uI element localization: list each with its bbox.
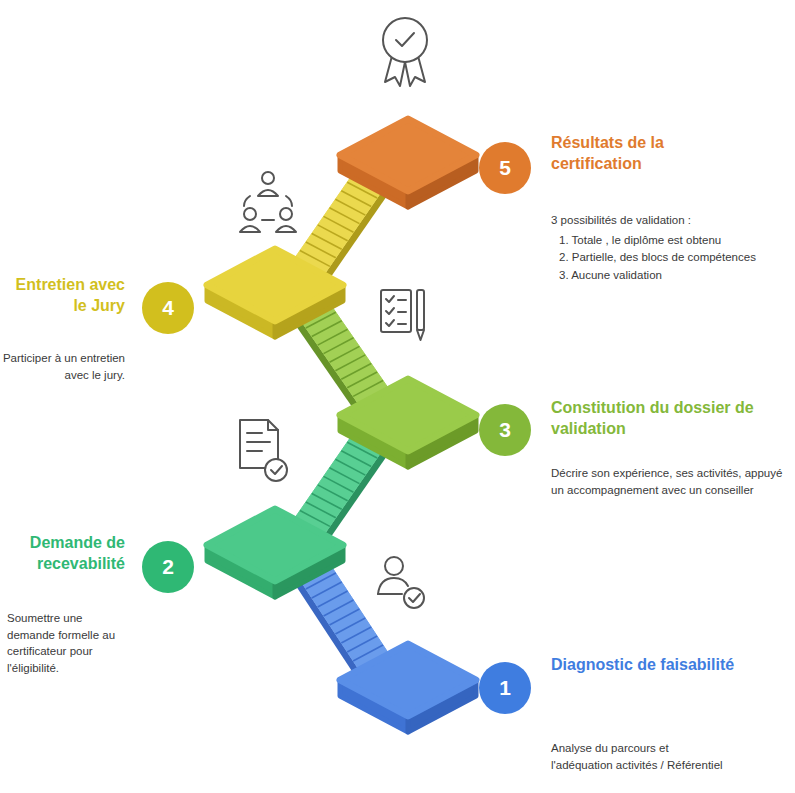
step-number: 4 — [142, 282, 194, 334]
step-description: Participer à un entretien avec le jury. — [0, 350, 125, 383]
icons — [240, 18, 427, 608]
platform-top — [340, 644, 476, 716]
person-head — [280, 208, 292, 220]
step-description: 3. Aucune validation — [551, 267, 791, 284]
check-mark — [271, 466, 282, 474]
step-description: 1. Totale , le diplôme est obtenu — [551, 232, 791, 249]
fold — [268, 420, 278, 430]
step-description: Analyse du parcours et l'adéquation acti… — [551, 740, 726, 773]
step-description: 3 possibilités de validation : — [551, 212, 791, 229]
platform — [340, 379, 476, 467]
step-title: Entretien avec le Jury — [0, 275, 125, 317]
cycle-arc — [286, 196, 292, 206]
platform-top — [340, 119, 476, 191]
check-mark — [396, 33, 414, 46]
step-description: 2. Partielle, des blocs de compétences — [551, 249, 791, 266]
step-description: Soumettre une demande formelle au certif… — [7, 610, 125, 677]
step-description: Décrire son expérience, ses activités, a… — [551, 465, 786, 498]
platforms-group — [207, 119, 476, 732]
badge-circle — [383, 18, 427, 62]
person-body — [258, 190, 278, 196]
person-head — [244, 208, 256, 220]
step-title: Demande de recevabilité — [0, 533, 125, 575]
step-number-circle: 5Résultats de la certification3 possibil… — [479, 142, 531, 194]
sheet — [381, 290, 411, 332]
platform — [207, 249, 343, 337]
stair-step — [347, 636, 377, 652]
check-marks — [386, 296, 394, 326]
step-title: Constitution du dossier de validation — [551, 398, 761, 440]
step-number: 1 — [479, 662, 531, 714]
pen-tip — [417, 330, 424, 340]
step-number-circle: 1Diagnostic de faisabilitéAnalyse du par… — [479, 662, 531, 714]
person-check-icon — [378, 557, 424, 608]
cycle-arc — [244, 196, 250, 206]
people-icon — [240, 172, 296, 232]
platform — [207, 509, 343, 597]
step-number: 2 — [142, 541, 194, 593]
stair-step — [341, 627, 371, 643]
step-title: Résultats de la certification — [551, 133, 751, 175]
person-body — [378, 578, 408, 594]
lines — [247, 433, 270, 451]
lines — [398, 300, 406, 324]
document-icon — [240, 420, 287, 481]
stair-step — [324, 600, 354, 616]
step-number-circle: 3Constitution du dossier de validationDé… — [479, 404, 531, 456]
step-number: 3 — [479, 404, 531, 456]
person-body — [276, 226, 296, 232]
platform — [340, 644, 476, 732]
stair-step — [312, 582, 342, 598]
stair-step — [318, 591, 348, 607]
platform-top — [340, 379, 476, 451]
platform-top — [207, 509, 343, 581]
step-number: 5 — [479, 142, 531, 194]
checklist-icon — [381, 290, 424, 340]
check-circle — [265, 459, 287, 481]
person-head — [262, 172, 274, 184]
check-mark — [409, 594, 420, 602]
stair-step — [335, 618, 365, 634]
step-number-circle: 4Entretien avec le JuryParticiper à un e… — [142, 282, 194, 334]
platform — [340, 119, 476, 207]
person-base — [378, 593, 402, 595]
platform-top — [207, 249, 343, 321]
step-title: Diagnostic de faisabilité — [551, 655, 741, 676]
badge-icon — [383, 18, 427, 86]
pen — [417, 290, 424, 330]
person-head — [385, 557, 403, 575]
check-circle — [404, 588, 424, 608]
step-number-circle: 2Demande de recevabilitéSoumettre une de… — [142, 541, 194, 593]
person-body — [240, 226, 260, 232]
cycle-arc — [262, 219, 274, 221]
stair-step — [329, 609, 359, 625]
